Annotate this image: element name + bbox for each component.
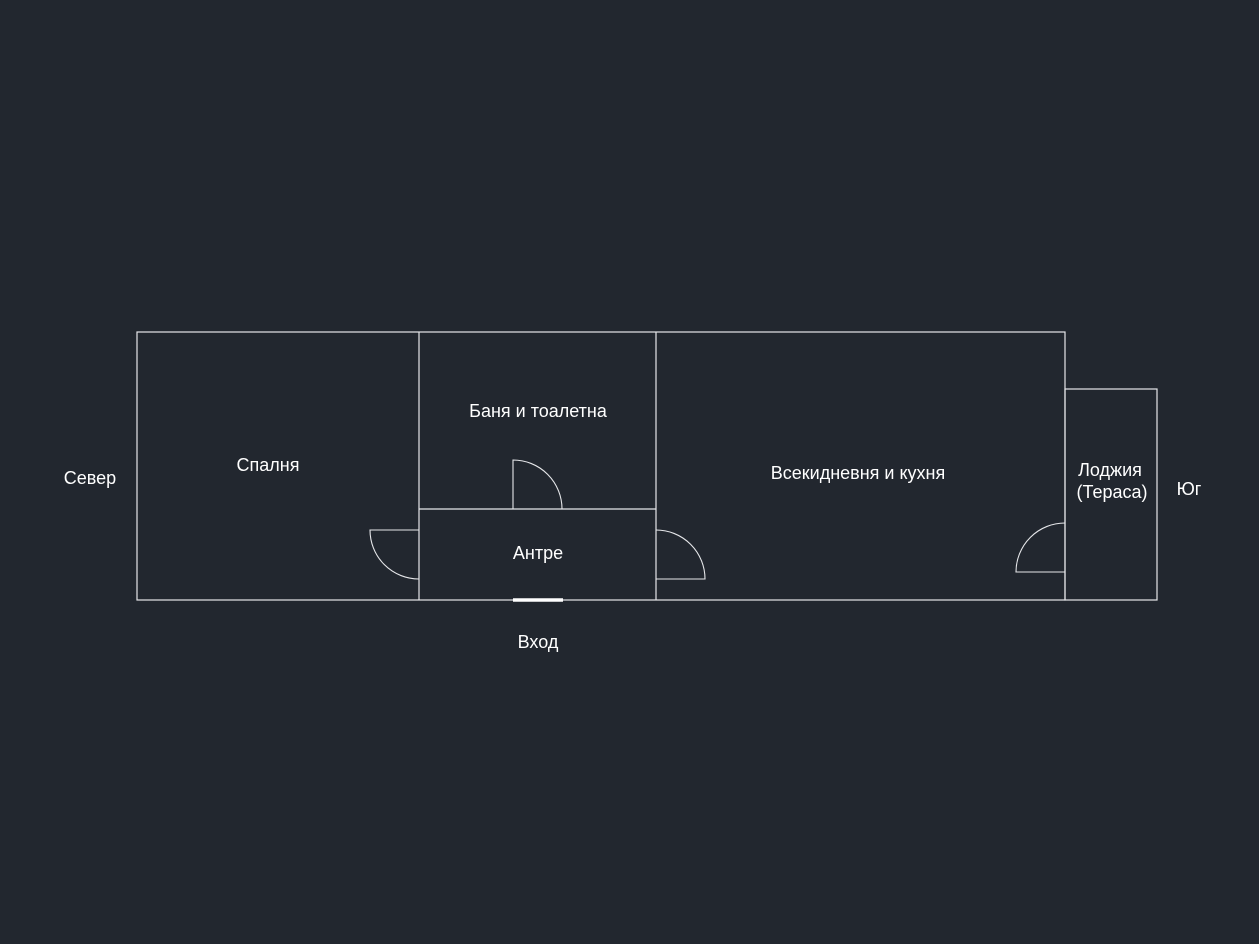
door-living-room — [655, 529, 706, 580]
label-loggia-terrace: (Тераса) — [1076, 482, 1147, 502]
label-living-kitchen: Всекидневня и кухня — [771, 463, 945, 483]
label-north: Север — [64, 468, 116, 488]
door-loggia — [1015, 522, 1066, 573]
doors — [369, 459, 1066, 602]
label-bathroom: Баня и тоалетна — [469, 401, 608, 421]
label-south: Юг — [1177, 479, 1202, 499]
label-hallway: Антре — [513, 543, 563, 563]
label-bedroom: Спалня — [237, 455, 300, 475]
label-entrance: Вход — [518, 632, 559, 652]
label-loggia: Лоджия — [1078, 460, 1142, 480]
loggia-outline — [1064, 388, 1158, 601]
door-bedroom — [369, 529, 420, 580]
walls — [136, 331, 1158, 601]
labels: Север Спалня Баня и тоалетна Всекидневня… — [64, 401, 1202, 652]
door-bathroom — [512, 459, 563, 510]
